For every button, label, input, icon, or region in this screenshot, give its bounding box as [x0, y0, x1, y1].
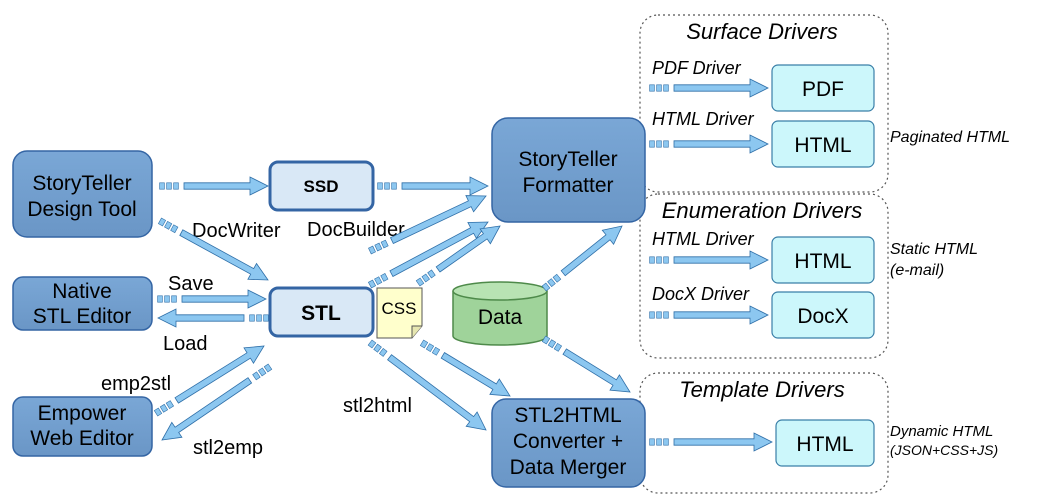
dynamic-html-note-line2: (JSON+CSS+JS) [890, 442, 998, 458]
ssd-node: SSD [268, 160, 375, 212]
docwriter-label: DocWriter [192, 220, 281, 242]
formatter-label-line1: StoryTeller [518, 148, 617, 171]
data-cylinder: Data [452, 281, 548, 346]
surface-drivers-title: Surface Drivers [686, 19, 838, 44]
arrow-stl-to-formatter [367, 221, 489, 289]
template-drivers-group [639, 372, 889, 494]
docx-driver-label: DocX Driver [652, 284, 750, 304]
surface-drivers-group [639, 14, 889, 193]
docx-output-box: DocX [771, 291, 875, 339]
enumeration-drivers-group [639, 193, 889, 359]
converter-label-line2: Converter + [513, 430, 623, 453]
web-editor-label-line1: Empower [38, 402, 127, 425]
template-html-output-box: HTML [775, 419, 875, 467]
converter-label-line3: Data Merger [510, 456, 627, 479]
template-drivers-title: Template Drivers [679, 377, 844, 402]
docbuilder-label: DocBuilder [307, 219, 405, 241]
arrow-stl-to-formatter-docbuilder [368, 195, 487, 255]
arrow-design-tool-to-ssd [159, 176, 269, 196]
converter-label-line1: STL2HTML [514, 404, 621, 427]
native-stl-editor-node: Native STL Editor [12, 276, 153, 331]
native-editor-label-line2: STL Editor [33, 305, 131, 328]
surface-html-output-label: HTML [794, 134, 851, 157]
pdf-driver-label: PDF Driver [652, 58, 742, 78]
enumeration-html-driver-label: HTML Driver [652, 229, 755, 249]
stl-label: STL [301, 302, 341, 325]
css-label: CSS [382, 299, 417, 318]
arrow-docx-driver [649, 305, 769, 325]
arrow-pdf-driver [649, 78, 769, 98]
template-html-output-label: HTML [796, 433, 853, 456]
arrow-data-to-formatter [541, 225, 623, 292]
dynamic-html-note-line1: Dynamic HTML [890, 423, 993, 440]
enumeration-drivers-title: Enumeration Drivers [662, 198, 863, 223]
empower-web-editor-node: Empower Web Editor [12, 396, 153, 457]
native-editor-label-line1: Native [52, 280, 112, 303]
docx-output-label: DocX [797, 305, 848, 328]
surface-html-output-box: HTML [771, 120, 875, 168]
design-tool-label-line1: StoryTeller [32, 172, 131, 195]
pdf-output-label: PDF [802, 78, 844, 101]
enumeration-html-output-box: HTML [771, 236, 875, 284]
web-editor-label-line2: Web Editor [30, 427, 134, 450]
static-html-note-line2: (e-mail) [890, 262, 944, 279]
load-label: Load [163, 333, 208, 355]
arrow-stl-to-native-editor [157, 308, 269, 328]
data-label: Data [478, 306, 523, 329]
arrow-css-to-formatter [415, 225, 501, 287]
formatter-label-line2: Formatter [522, 174, 613, 197]
stl-node: STL [268, 286, 375, 338]
arrow-surface-html-driver [649, 134, 769, 154]
enumeration-html-output-label: HTML [794, 250, 851, 273]
arrow-converter-to-template-html [649, 432, 773, 452]
arrow-web-editor-to-stl [153, 345, 265, 417]
arrows-layer [153, 78, 773, 452]
arrow-design-tool-to-stl [157, 217, 269, 281]
paginated-html-note: Paginated HTML [890, 129, 1010, 146]
css-document: CSS [376, 287, 423, 339]
stl2html-converter-node: STL2HTML Converter + Data Merger [491, 398, 646, 488]
arrow-native-editor-to-stl [157, 289, 267, 309]
arrow-ssd-to-formatter [377, 176, 489, 196]
arrow-css-to-converter [419, 339, 511, 397]
save-label: Save [168, 273, 214, 295]
design-tool-label-line2: Design Tool [27, 198, 136, 221]
stl2emp-label: stl2emp [193, 437, 263, 459]
storyteller-design-tool-node: StoryTeller Design Tool [12, 150, 153, 238]
arrow-enumeration-html-driver [649, 250, 769, 270]
pdf-output-box: PDF [771, 64, 875, 112]
arrow-stl-to-converter [367, 339, 487, 431]
ssd-label: SSD [304, 177, 339, 196]
surface-html-driver-label: HTML Driver [652, 109, 755, 129]
arrow-data-to-template-drivers [541, 335, 631, 393]
storyteller-formatter-node: StoryTeller Formatter [491, 117, 646, 223]
emp2stl-label: emp2stl [101, 373, 171, 395]
arrow-stl-to-web-editor [161, 363, 273, 441]
static-html-note-line1: Static HTML [890, 241, 978, 258]
stl2html-label: stl2html [343, 395, 412, 417]
